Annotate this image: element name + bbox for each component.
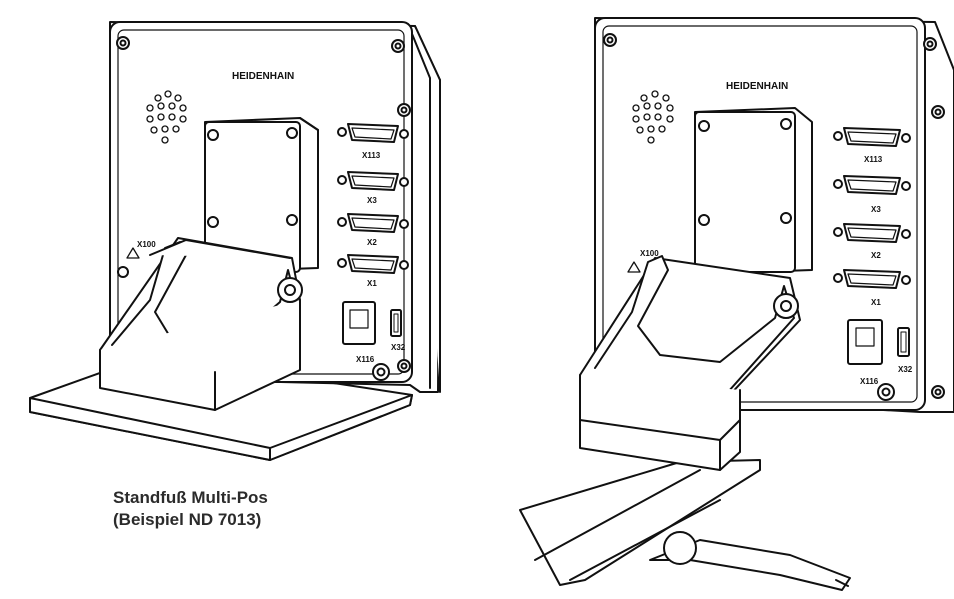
left-connector-x1: [337, 254, 409, 274]
left-connector-label-x3: X3: [367, 196, 377, 205]
left-connector-label-x113: X113: [362, 151, 381, 160]
right-stand-arm: [579, 255, 801, 471]
left-connector-x113: [337, 123, 409, 143]
right-warning-icon: [627, 261, 641, 273]
right-warning-label: X100: [640, 249, 659, 258]
left-mounting-plate: [204, 117, 319, 273]
left-device: HEIDENHAIN: [29, 21, 441, 461]
right-connector-x3: [833, 175, 911, 195]
caption-line-2: (Beispiel ND 7013): [113, 510, 262, 529]
right-connector-label-x113: X113: [864, 155, 883, 164]
left-connector-x2: [337, 213, 409, 233]
left-ethernet-label: X116: [356, 355, 375, 364]
left-corner-screws: [116, 36, 411, 373]
left-ethernet-port: [342, 301, 376, 345]
right-brand-label: HEIDENHAIN: [726, 81, 788, 92]
left-brand-label: HEIDENHAIN: [232, 71, 294, 82]
right-clamp-arm: [519, 459, 851, 591]
caption-line-1: Standfuß Multi-Pos: [113, 488, 268, 507]
right-usb-port: [897, 327, 910, 357]
right-connector-label-x3: X3: [871, 205, 881, 214]
right-ethernet-port: [847, 319, 883, 365]
left-ground-terminal: [372, 363, 390, 381]
right-ethernet-label: X116: [860, 377, 879, 386]
right-connector-label-x1: X1: [871, 298, 881, 307]
right-device: HEIDENHAIN: [519, 17, 954, 591]
left-connector-x3: [337, 171, 409, 191]
right-connector-label-x2: X2: [871, 251, 881, 260]
left-usb-port: [390, 309, 402, 337]
left-usb-label: X32: [391, 343, 406, 352]
left-warning-icon: [126, 247, 140, 259]
left-connector-label-x1: X1: [367, 279, 377, 288]
right-speaker-grille: [632, 90, 674, 144]
left-stand-arm: [99, 237, 303, 411]
right-ground-terminal: [877, 383, 895, 401]
right-connector-x2: [833, 223, 911, 243]
left-connector-label-x2: X2: [367, 238, 377, 247]
right-mounting-plate: [694, 107, 813, 275]
right-usb-label: X32: [898, 365, 913, 374]
left-speaker-grille: [146, 90, 187, 144]
left-dsub-connectors: [337, 123, 409, 274]
right-corner-screws: [603, 33, 945, 399]
figure-caption: Standfuß Multi-Pos (Beispiel ND 7013): [113, 487, 268, 531]
right-connector-x1: [833, 269, 911, 289]
right-connector-x113: [833, 127, 911, 147]
right-dsub-connectors: [833, 127, 911, 289]
left-warning-label: X100: [137, 240, 156, 249]
